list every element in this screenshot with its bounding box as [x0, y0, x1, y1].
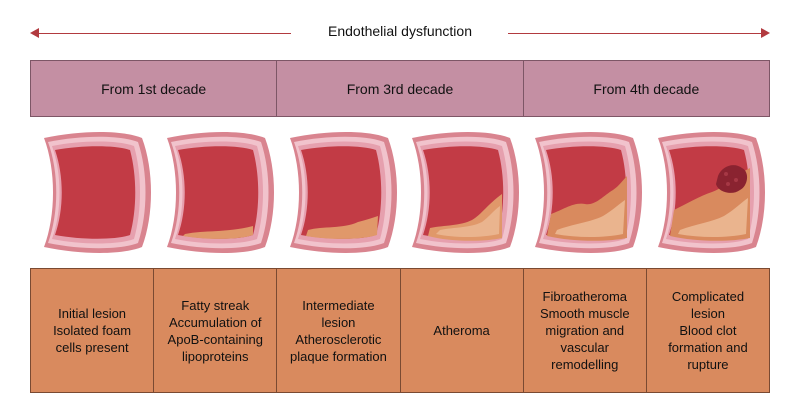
- vessel-complicated-lesion-icon: [658, 132, 765, 253]
- stage-fibroatheroma: Fibroatheroma Smooth muscle migration an…: [522, 268, 647, 393]
- decade-1st: From 1st decade: [30, 60, 278, 117]
- stage-description: Atherosclerotic plaque formation: [290, 331, 387, 364]
- stage-complicated-lesion: Complicated lesion Blood clot formation …: [645, 268, 771, 393]
- stage-name: Complicated lesion: [671, 289, 745, 321]
- left-arrow-line: [36, 33, 291, 34]
- stage-initial-lesion: Initial lesion Isolated foam cells prese…: [30, 268, 155, 393]
- stage-name: Initial lesion: [58, 306, 127, 321]
- decade-4th: From 4th decade: [522, 60, 770, 117]
- right-arrow-line: [508, 33, 763, 34]
- stage-intermediate-lesion: Intermediate lesion Atherosclerotic plaq…: [276, 268, 401, 393]
- stage-name: Fibroatheroma: [542, 289, 628, 304]
- stage-description: Isolated foam cells present: [53, 323, 132, 355]
- vessel-initial-lesion-icon: [44, 132, 151, 253]
- stage-description: Accumulation of ApoB-containing lipoprot…: [167, 314, 263, 364]
- stage-fatty-streak: Fatty streak Accumulation of ApoB-contai…: [153, 268, 278, 393]
- left-arrowhead-icon: [30, 28, 39, 38]
- vessel-atheroma-icon: [412, 132, 519, 253]
- stage-name: Intermediate lesion: [302, 297, 375, 330]
- decade-row: From 1st decade From 3rd decade From 4th…: [30, 60, 770, 117]
- stage-description: Smooth muscle migration and vascular rem…: [539, 306, 630, 372]
- vessel-fibroatheroma-icon: [535, 132, 642, 253]
- right-arrowhead-icon: [761, 28, 770, 38]
- stage-row: Initial lesion Isolated foam cells prese…: [30, 268, 771, 393]
- vessel-illustrations: [30, 130, 770, 260]
- vessel-fatty-streak-icon: [167, 132, 274, 253]
- stage-name: Atheroma: [433, 323, 490, 338]
- endothelial-dysfunction-header: Endothelial dysfunction: [30, 18, 770, 48]
- stage-atheroma: Atheroma: [399, 268, 524, 393]
- stage-description: Blood clot formation and rupture: [668, 323, 748, 372]
- decade-3rd: From 3rd decade: [276, 60, 524, 117]
- diagram-title: Endothelial dysfunction: [328, 23, 472, 39]
- vessel-intermediate-lesion-icon: [290, 132, 397, 253]
- stage-name: Fatty streak: [181, 297, 250, 313]
